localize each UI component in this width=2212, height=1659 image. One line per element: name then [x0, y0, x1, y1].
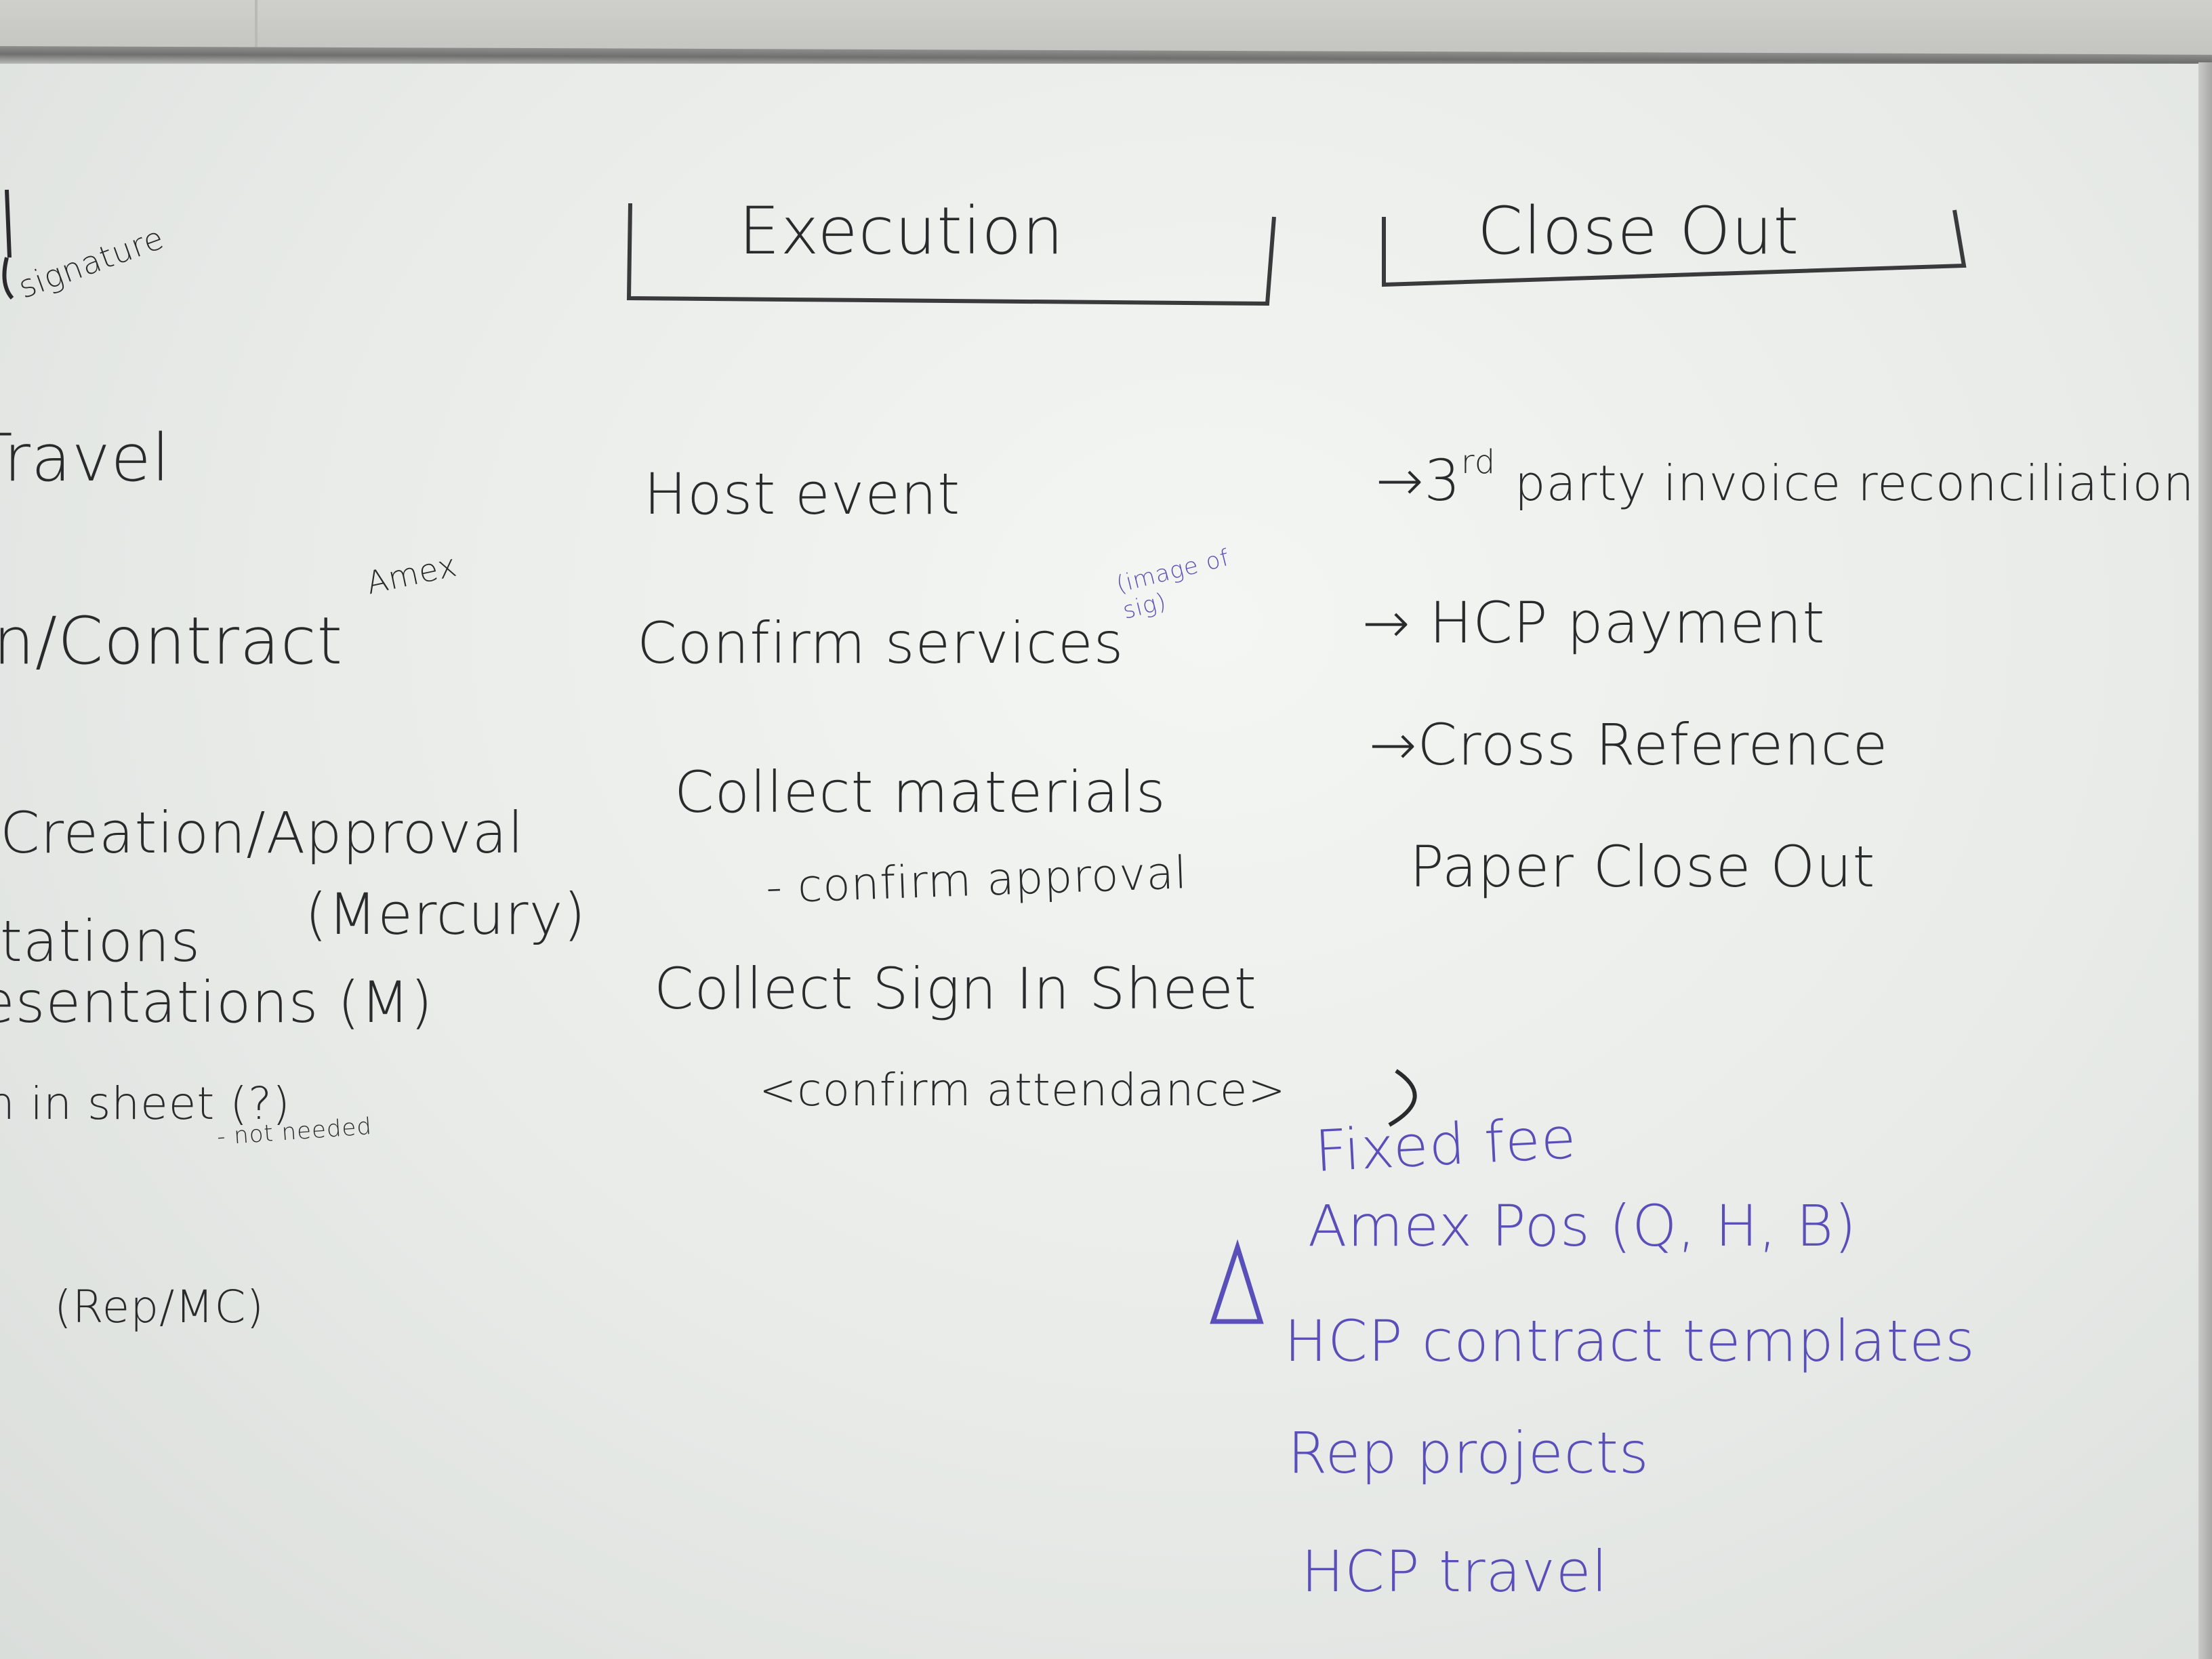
confirm-attendance-text: <confirm attendance> [759, 1064, 1286, 1116]
close-out-bracket [1382, 209, 1967, 287]
rep-mc-text: (Rep/MC) [54, 1281, 265, 1333]
whiteboard-right-frame [2198, 62, 2212, 1659]
tations-text: tations [0, 908, 201, 975]
presentations-text: esentations (M) [0, 969, 434, 1036]
sign-in-sheet-text: n in sheet (?) [0, 1078, 291, 1130]
invoice-reconciliation-text: →3rd party invoice reconciliation [1376, 443, 2195, 514]
execution-bracket [626, 203, 1276, 306]
whiteboard-surface [0, 64, 2198, 1659]
hcp-travel-text: HCP travel [1301, 1538, 1608, 1605]
rep-projects-text: Rep projects [1288, 1420, 1650, 1486]
delta-triangle-mark [1210, 1239, 1264, 1324]
mercury-text: (Mercury) [305, 881, 587, 947]
invoice-arrow-3: →3 [1376, 447, 1461, 514]
invoice-rest: party invoice reconciliation [1514, 455, 2195, 512]
collect-materials-text: Collect materials [674, 759, 1166, 825]
hcp-payment-text: → HCP payment [1362, 590, 1826, 656]
collect-sign-in-text: Collect Sign In Sheet [654, 956, 1257, 1022]
invoice-rd-superscript: rd [1460, 443, 1496, 481]
confirm-services-text: Confirm services [637, 610, 1124, 676]
creation-approval-text: Creation/Approval [0, 800, 525, 866]
host-event-text: Host event [644, 461, 961, 527]
fixed-fee-text: Fixed fee [1313, 1104, 1578, 1185]
wall-seam [255, 0, 258, 54]
attendance-angle-close [1388, 1069, 1417, 1127]
amex-pos-text: Amex Pos (Q, H, B) [1308, 1193, 1858, 1259]
left-edge-bracket-mark [2, 189, 14, 300]
wall-background [0, 0, 2212, 54]
paper-close-out-text: Paper Close Out [1410, 834, 1876, 900]
hcp-contract-templates-text: HCP contract templates [1284, 1308, 1975, 1374]
travel-text: Travel [0, 420, 171, 496]
cross-reference-text: →Cross Reference [1369, 712, 1889, 778]
contract-text: n/Contract [0, 603, 344, 679]
execution-header: Execution [739, 193, 1065, 269]
close-out-header: Close Out [1477, 193, 1800, 269]
